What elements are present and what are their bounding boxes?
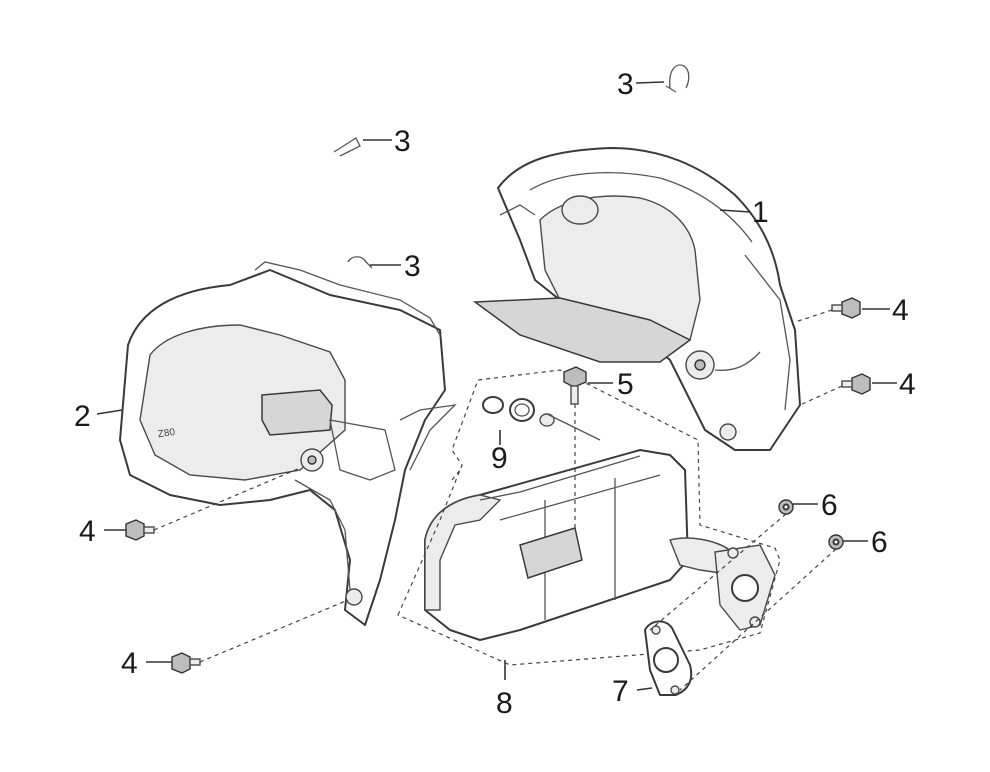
part-8-muffler bbox=[397, 369, 781, 666]
part-7-gasket bbox=[644, 620, 693, 696]
part-6-nut-b bbox=[828, 534, 844, 550]
callout-1: 1 bbox=[752, 196, 769, 229]
callout-2: 2 bbox=[74, 400, 91, 433]
part-3-clip-a bbox=[665, 64, 690, 93]
part-9-clamp-seal bbox=[482, 396, 601, 441]
part-6-nut-a bbox=[778, 499, 794, 515]
leader-lines bbox=[96, 81, 897, 691]
part-5-bolt bbox=[563, 366, 587, 405]
callout-7: 7 bbox=[612, 675, 629, 708]
part-3-clip-b bbox=[333, 137, 361, 157]
callout-8: 8 bbox=[496, 687, 513, 720]
callout-5: 5 bbox=[617, 368, 634, 401]
part-4-bolt-a bbox=[831, 297, 861, 319]
part-1-upper-heat-shield bbox=[472, 147, 801, 451]
callout-3-lower: 3 bbox=[404, 250, 421, 283]
part-4-bolt-d bbox=[171, 652, 201, 674]
cover-embossed-text: Z80 bbox=[157, 427, 176, 440]
callout-4-left-lower: 4 bbox=[121, 647, 138, 680]
callout-4-left-upper: 4 bbox=[79, 515, 96, 548]
hardware bbox=[125, 64, 871, 674]
part-4-bolt-b bbox=[841, 373, 871, 395]
callout-6-lower: 6 bbox=[871, 526, 888, 559]
callout-3-top: 3 bbox=[617, 68, 634, 101]
part-2-side-cover: Z80 bbox=[119, 261, 457, 626]
part-4-bolt-c bbox=[125, 519, 155, 541]
callout-3-mid: 3 bbox=[394, 125, 411, 158]
callout-4-right-upper: 4 bbox=[892, 294, 909, 327]
callout-4-right-lower: 4 bbox=[899, 368, 916, 401]
part-3-clip-c bbox=[347, 256, 373, 269]
callouts: 3 3 3 1 2 4 4 4 4 5 6 6 7 8 9 bbox=[74, 68, 916, 720]
callout-9: 9 bbox=[491, 442, 508, 475]
callout-6-upper: 6 bbox=[821, 489, 838, 522]
assembly-lines bbox=[153, 309, 843, 691]
